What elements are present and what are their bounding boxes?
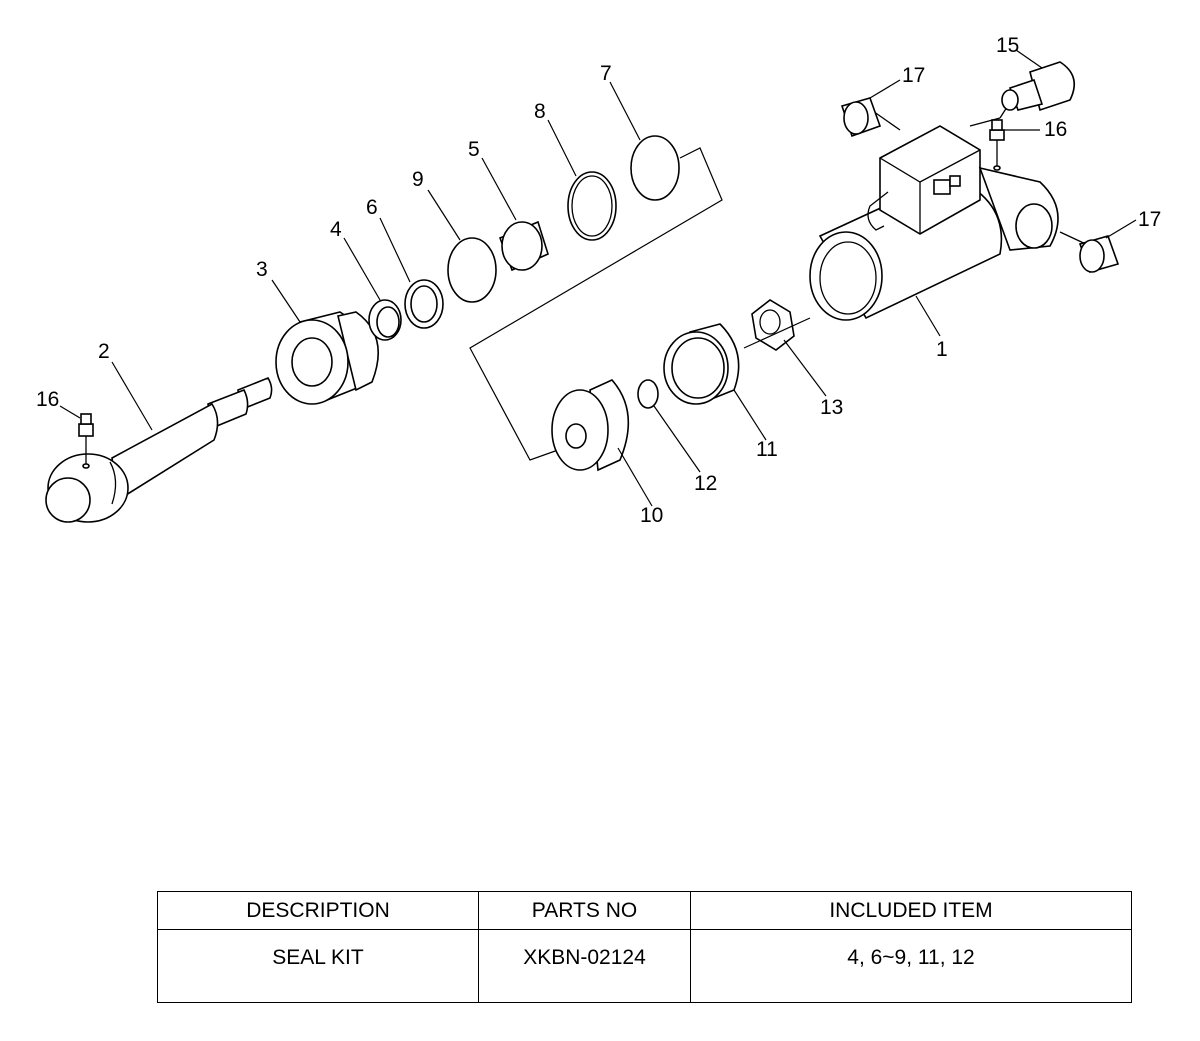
header-parts-no: PARTS NO bbox=[478, 890, 691, 931]
part-17-bushing-top bbox=[840, 97, 882, 138]
parts-table: DESCRIPTION PARTS NO INCLUDED ITEM SEAL … bbox=[157, 890, 1132, 1003]
part-10-piston bbox=[551, 379, 630, 472]
part-1-cylinder-tube bbox=[809, 95, 1091, 321]
part-2-piston-rod bbox=[45, 377, 273, 523]
part-16-fitting-tube bbox=[989, 119, 1005, 171]
callout-8: 8 bbox=[534, 100, 546, 123]
exploded-parts-diagram: 2 16 3 4 6 9 5 8 7 1 10 11 12 13 15 16 1… bbox=[36, 34, 1161, 527]
callout-10: 10 bbox=[640, 504, 663, 527]
kit-bracket bbox=[469, 147, 723, 461]
callout-16-rod: 16 bbox=[36, 388, 59, 411]
part-7-o-ring bbox=[630, 135, 680, 201]
callout-3: 3 bbox=[256, 258, 268, 281]
callout-1: 1 bbox=[936, 338, 948, 361]
table-row: SEAL KIT XKBN-02124 4, 6~9, 11, 12 bbox=[157, 929, 1132, 1003]
part-15-valve bbox=[1001, 61, 1076, 112]
cell-description: SEAL KIT bbox=[157, 929, 479, 1003]
part-8-ring bbox=[567, 171, 617, 241]
part-5-bushing bbox=[498, 220, 549, 272]
part-3-gland bbox=[275, 311, 379, 405]
leader-lines bbox=[59, 49, 1137, 507]
part-13-nut bbox=[751, 299, 795, 351]
callout-9: 9 bbox=[412, 168, 424, 191]
header-included-item: INCLUDED ITEM bbox=[690, 890, 1132, 931]
callout-15: 15 bbox=[996, 34, 1019, 57]
part-6-ring bbox=[404, 279, 444, 329]
callout-13: 13 bbox=[820, 396, 843, 419]
part-12-o-ring bbox=[637, 379, 659, 409]
part-9-o-ring bbox=[447, 237, 497, 303]
cell-included-item: 4, 6~9, 11, 12 bbox=[690, 929, 1132, 1003]
callout-4: 4 bbox=[330, 218, 342, 241]
header-description: DESCRIPTION bbox=[157, 890, 479, 931]
callout-17-top: 17 bbox=[902, 64, 925, 87]
callout-16-tube: 16 bbox=[1044, 118, 1067, 141]
callout-12: 12 bbox=[694, 472, 717, 495]
callout-6: 6 bbox=[366, 196, 378, 219]
part-11-wear-ring bbox=[663, 323, 740, 405]
table-header-row: DESCRIPTION PARTS NO INCLUDED ITEM bbox=[157, 890, 1132, 931]
callout-2: 2 bbox=[98, 340, 110, 363]
cell-parts-no: XKBN-02124 bbox=[478, 929, 691, 1003]
part-4-ring bbox=[368, 299, 402, 341]
callout-11: 11 bbox=[756, 438, 778, 461]
callout-5: 5 bbox=[468, 138, 480, 161]
callout-7: 7 bbox=[600, 62, 612, 85]
callout-17-right: 17 bbox=[1138, 208, 1161, 231]
part-17-bushing-right bbox=[1078, 235, 1120, 273]
